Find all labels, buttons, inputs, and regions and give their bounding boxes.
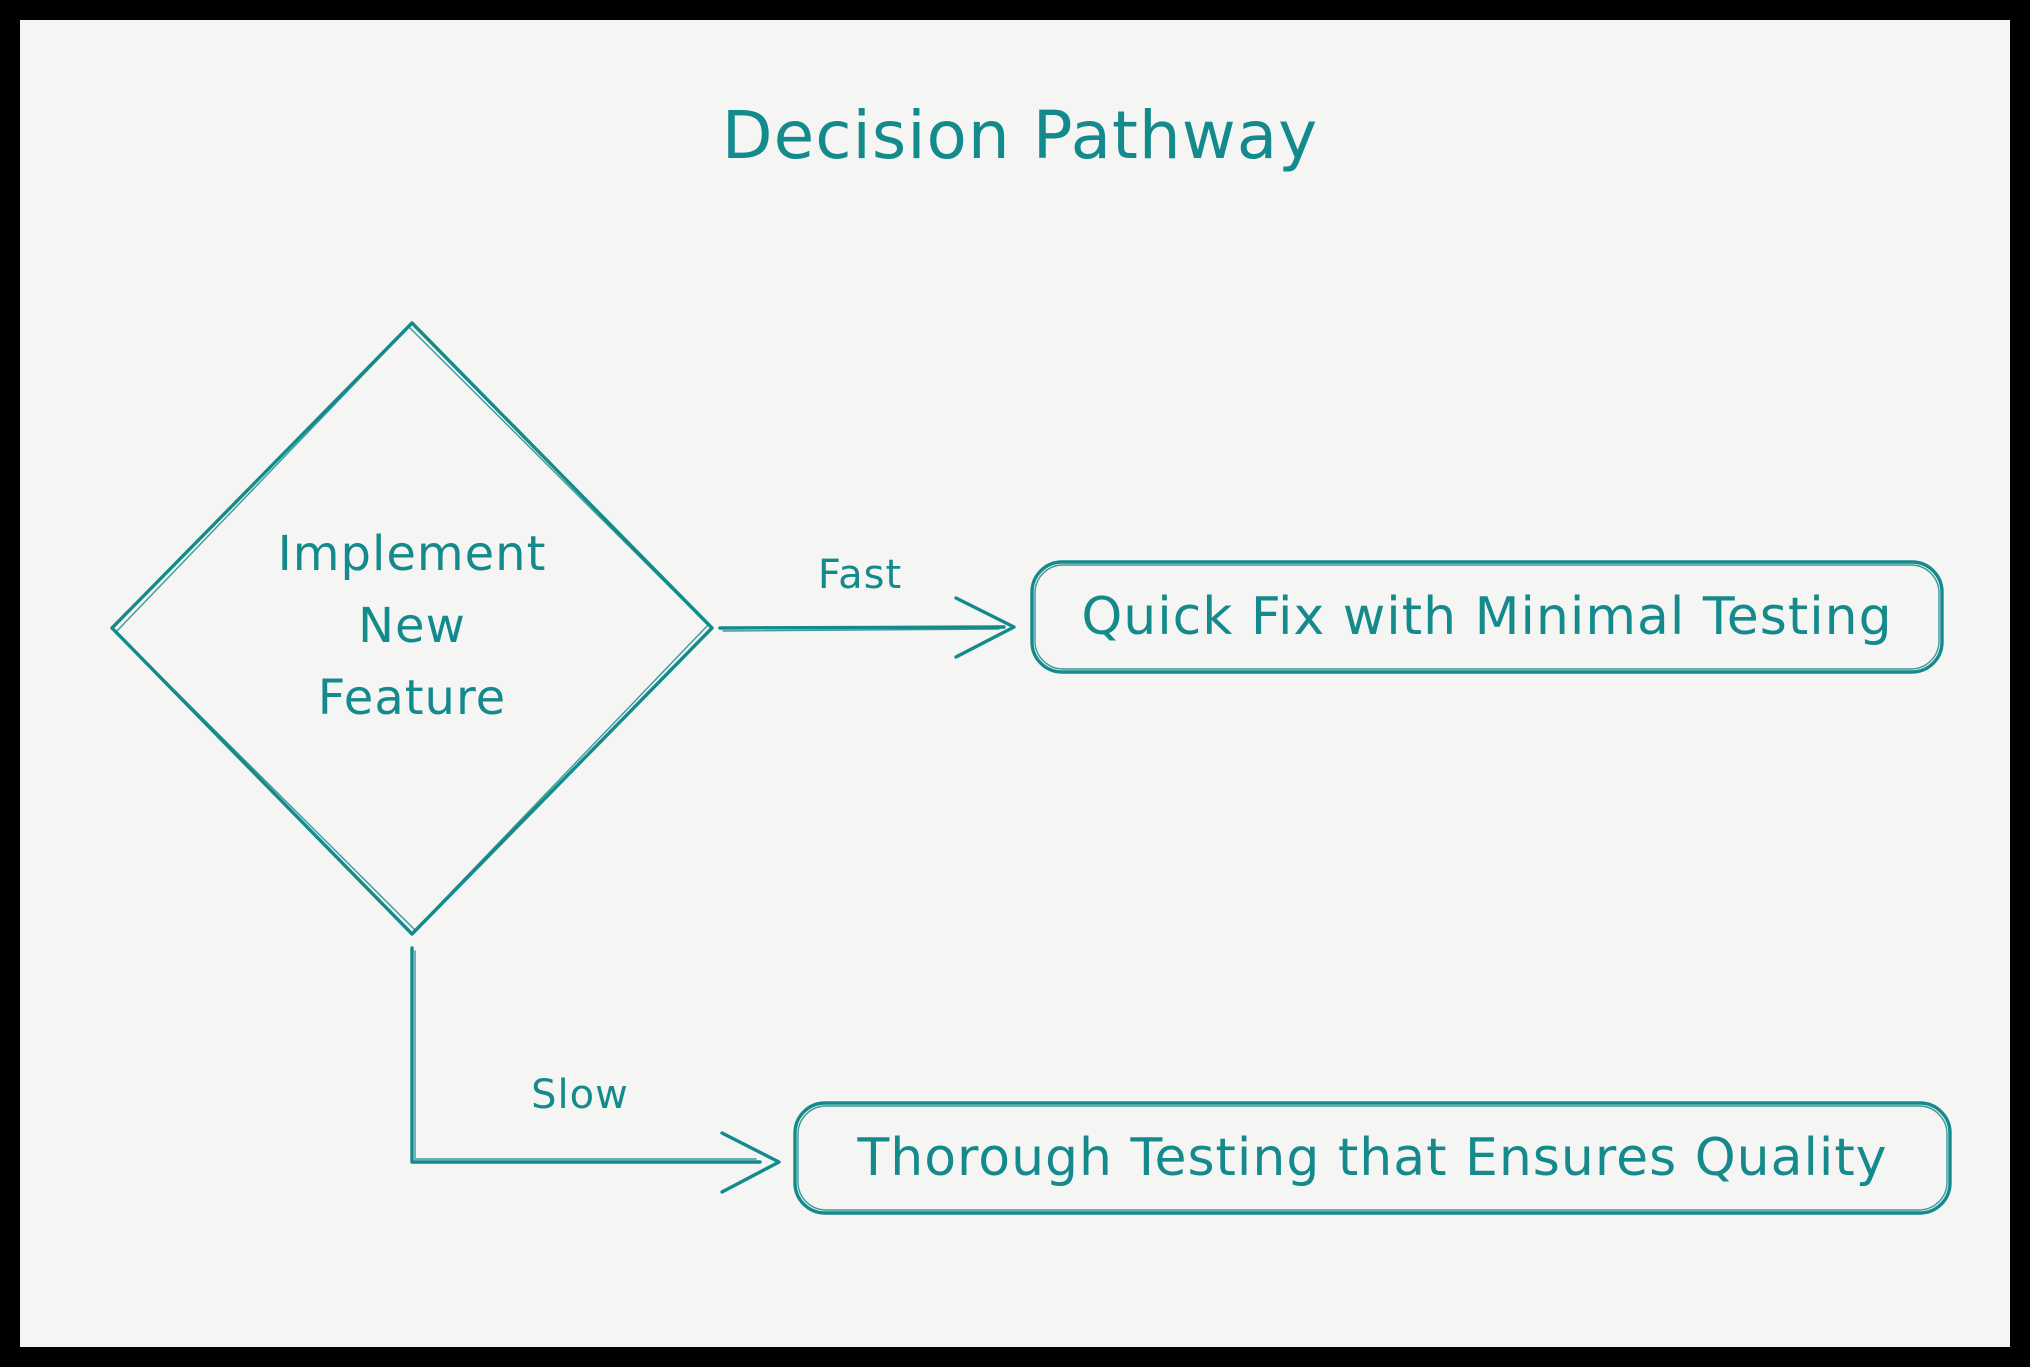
decision-label-line1: Implement [277, 526, 547, 582]
fast-arrowhead-icon [954, 596, 1016, 659]
decision-diamond-shape [110, 321, 714, 936]
slow-arrow [410, 946, 781, 1194]
decision-node-label: Implement New Feature [162, 518, 662, 734]
fast-arrow [718, 596, 1016, 659]
quick-fix-node-label: Quick Fix with Minimal Testing [1081, 587, 1893, 647]
fast-branch-label: Fast [817, 552, 903, 598]
thorough-testing-node-label: Thorough Testing that Ensures Quality [857, 1128, 1888, 1188]
slow-arrowhead-icon [720, 1131, 781, 1194]
thorough-box-shape [793, 1101, 1952, 1215]
diagram-title: Decision Pathway [721, 97, 1319, 174]
decision-label-line2: New [358, 598, 466, 654]
decision-label-line3: Feature [317, 670, 507, 726]
quick-fix-box-shape [1030, 560, 1944, 674]
slow-branch-label: Slow [531, 1072, 629, 1118]
diagram-canvas [20, 20, 2010, 1347]
